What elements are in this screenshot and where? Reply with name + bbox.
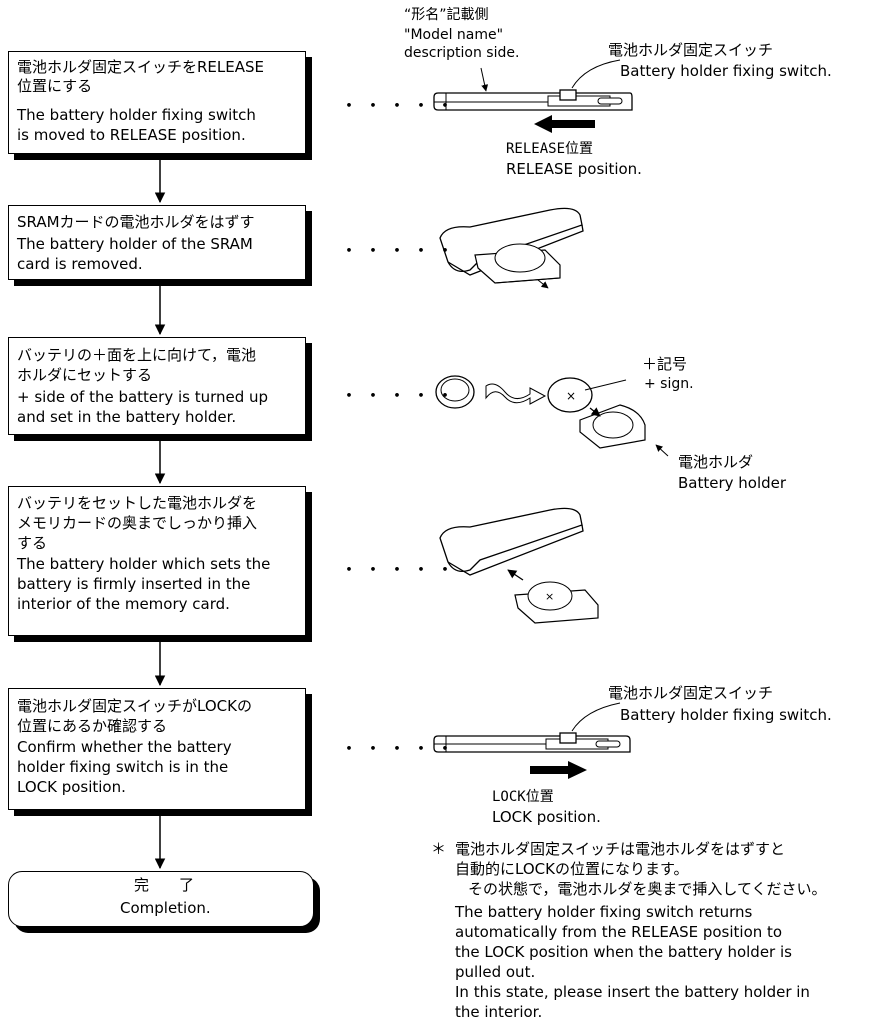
step-5-box bbox=[8, 688, 306, 810]
switch-label-en-2: Battery holder fixing switch. bbox=[620, 706, 832, 724]
note-en-1: The battery holder fixing switch returns bbox=[455, 903, 753, 921]
leader-dots-4: ・・・・・ bbox=[340, 560, 460, 581]
note-en-3: the LOCK position when the battery holde… bbox=[455, 943, 792, 961]
leader-dots-3: ・・・・・ bbox=[340, 386, 460, 407]
step-5-text-en: Confirm whether the battery bbox=[17, 738, 232, 756]
step-1-text-ja2: 位置にする bbox=[17, 77, 93, 95]
holder-reinsertion-drawing: × bbox=[439, 507, 599, 624]
note-en-4: pulled out. bbox=[455, 963, 536, 981]
svg-text:×: × bbox=[566, 389, 576, 403]
step-1-text-en2: is moved to RELEASE position. bbox=[17, 126, 246, 144]
step-5-text-ja2: 位置にあるか確認する bbox=[17, 717, 168, 735]
step-4-text-ja3: する bbox=[17, 534, 48, 552]
battery-insertion-drawing: × bbox=[435, 375, 669, 457]
completion-box bbox=[8, 871, 314, 927]
leader-dots-2: ・・・・・ bbox=[340, 241, 460, 262]
note-en-2: automatically from the RELEASE position … bbox=[455, 923, 783, 941]
step-5-text-en3: LOCK position. bbox=[17, 778, 126, 796]
leader-dots-1: ・・・・・ bbox=[340, 96, 460, 117]
plus-sign-label-en: + sign. bbox=[644, 376, 694, 392]
release-label-ja: RELEASE位置 bbox=[506, 141, 594, 157]
step-2-text-ja: SRAMカードの電池ホルダをはずす bbox=[17, 213, 255, 231]
step-3-text-en: + side of the battery is turned up bbox=[17, 388, 269, 406]
release-label-en: RELEASE position. bbox=[506, 160, 642, 178]
leader-dots-5: ・・・・・ bbox=[340, 739, 460, 760]
switch-label-ja-1: 電池ホルダ固定スイッチ bbox=[608, 41, 774, 59]
note-en-6: the interior. bbox=[455, 1003, 543, 1021]
step-4-text-en: The battery holder which sets the bbox=[17, 555, 271, 573]
note-en-5: In this state, please insert the battery… bbox=[455, 983, 810, 1001]
step-1-text-ja: 電池ホルダ固定スイッチをRELEASE bbox=[17, 58, 264, 76]
step-4-text-en2: battery is firmly inserted in the bbox=[17, 575, 251, 593]
step-2-text-en: The battery holder of the SRAM bbox=[17, 235, 253, 253]
completion-text-en: Completion. bbox=[120, 899, 211, 917]
step-4-text-en3: interior of the memory card. bbox=[17, 595, 230, 613]
memory-card-release-drawing bbox=[433, 59, 633, 133]
note-star: ＊ bbox=[431, 840, 447, 858]
memory-card-lock-drawing bbox=[433, 702, 631, 779]
step-1-box bbox=[8, 51, 306, 154]
step-5-text-ja: 電池ホルダ固定スイッチがLOCKの bbox=[17, 697, 252, 715]
model-name-label-en2: description side. bbox=[404, 45, 520, 61]
lock-label-en: LOCK position. bbox=[492, 808, 601, 826]
completion-text-ja: 完 了 bbox=[133, 876, 194, 894]
note-ja-2: 自動的にLOCKの位置になります。 bbox=[455, 860, 689, 878]
step-4-box bbox=[8, 486, 306, 636]
battery-holder-removal-drawing bbox=[439, 207, 584, 289]
step-3-text-ja2: ホルダにセットする bbox=[17, 366, 153, 384]
model-name-label-en1: "Model name" bbox=[404, 27, 504, 43]
step-2-box bbox=[8, 205, 306, 280]
battery-holder-label-en: Battery holder bbox=[678, 474, 787, 492]
step-4-text-ja2: メモリカードの奥までしっかり挿入 bbox=[17, 514, 258, 532]
step-3-box bbox=[8, 337, 306, 435]
battery-holder-label-ja: 電池ホルダ bbox=[678, 453, 754, 471]
step-3-text-ja: バッテリの＋面を上に向けて，電池 bbox=[17, 346, 256, 364]
step-2-text-en2: card is removed. bbox=[17, 255, 143, 273]
note-ja-1: 電池ホルダ固定スイッチは電池ホルダをはずすと bbox=[455, 840, 786, 858]
svg-text:×: × bbox=[545, 590, 554, 603]
model-name-label-ja: “形名”記載側 bbox=[404, 7, 489, 23]
step-4-text-ja: バッテリをセットした電池ホルダを bbox=[17, 494, 258, 512]
plus-sign-label-ja: ＋記号 bbox=[642, 355, 688, 373]
step-1-text-en: The battery holder fixing switch bbox=[17, 106, 256, 124]
switch-label-ja-2: 電池ホルダ固定スイッチ bbox=[608, 684, 774, 702]
step-3-text-en2: and set in the battery holder. bbox=[17, 408, 237, 426]
step-5-text-en2: holder fixing switch is in the bbox=[17, 758, 229, 776]
note-ja-3: その状態で，電池ホルダを奥まで挿入してください。 bbox=[468, 880, 827, 898]
switch-label-en-1: Battery holder fixing switch. bbox=[620, 62, 832, 80]
lock-label-ja: LOCK位置 bbox=[492, 789, 554, 805]
